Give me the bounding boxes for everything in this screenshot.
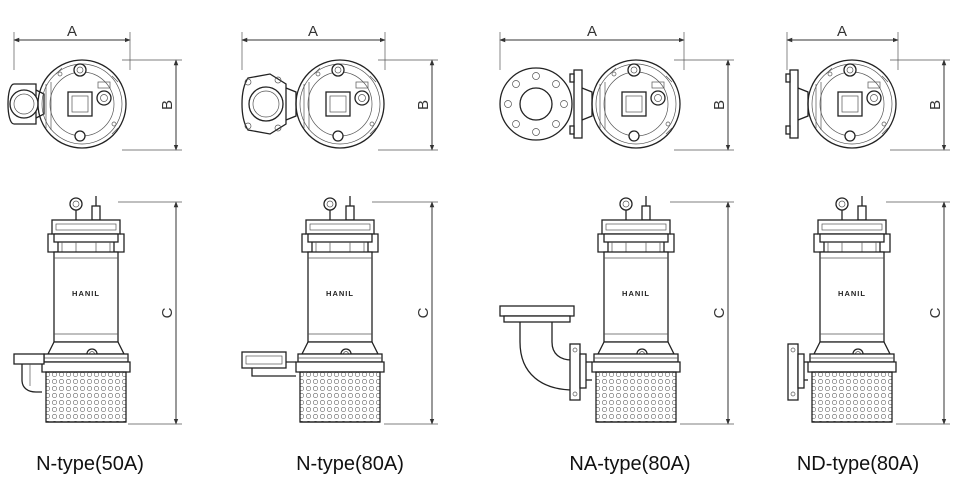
brand-label: HANIL	[622, 289, 650, 298]
dimension-label-a: A	[587, 23, 597, 40]
dimension-label-c: C	[159, 307, 176, 318]
pump-caption: N-type(80A)	[296, 453, 404, 475]
dimension-label-b: B	[159, 100, 176, 110]
dimension-label-a: A	[837, 23, 847, 40]
pump-n-50a: A B C HANIL N-type(50A)	[7, 23, 182, 475]
dimension-label-b: B	[415, 100, 432, 110]
pump-caption: ND-type(80A)	[797, 453, 919, 475]
dimension-label-b: B	[927, 100, 944, 110]
pump-caption: NA-type(80A)	[569, 453, 690, 475]
pump-nd-80a: A B C HANIL ND-type(80A)	[785, 23, 950, 475]
brand-label: HANIL	[72, 289, 100, 298]
pump-na-80a: A B C HANIL	[499, 23, 734, 475]
dimension-label-b: B	[711, 100, 728, 110]
brand-label: HANIL	[838, 289, 866, 298]
dimension-label-a: A	[67, 23, 77, 40]
pump-n-80a: A B C HANIL N-type(80A)	[241, 23, 438, 475]
dimension-label-a: A	[308, 23, 318, 40]
dimension-label-c: C	[927, 307, 944, 318]
brand-label: HANIL	[326, 289, 354, 298]
dimension-label-c: C	[415, 307, 432, 318]
dimension-label-c: C	[711, 307, 728, 318]
pump-caption: N-type(50A)	[36, 453, 144, 475]
